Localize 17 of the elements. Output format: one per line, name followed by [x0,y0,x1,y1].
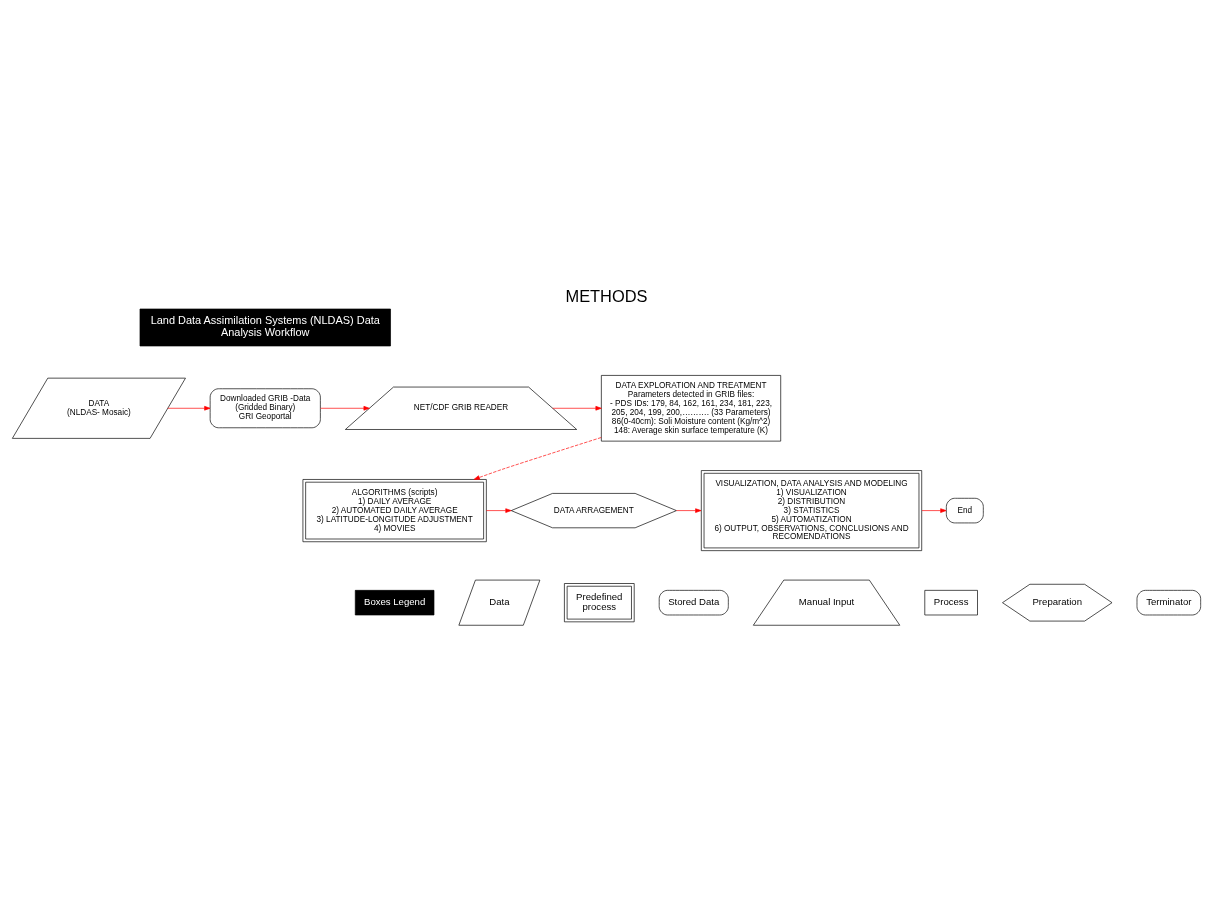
legend-label: Preparation [1032,596,1083,608]
arrow [320,406,370,411]
node-box: Land Data Assimilation Systems (NLDAS) Data Analysis Workflow [139,308,391,347]
arrow [167,406,211,411]
legend-label: Data [489,596,510,608]
arrow [676,508,702,513]
arrow [552,406,602,411]
arrow [921,508,947,513]
arrow [473,437,602,480]
legend-label: Process [933,596,969,608]
legend-label: Terminator [1146,596,1192,608]
legend-label: Stored Data [668,596,720,608]
label: Boxes Legend [364,596,426,608]
arrow [486,508,512,513]
legend-label: Predefined process [576,591,623,613]
legend-label: Manual Input [798,596,855,608]
diagram-title: METHODS [565,286,648,305]
